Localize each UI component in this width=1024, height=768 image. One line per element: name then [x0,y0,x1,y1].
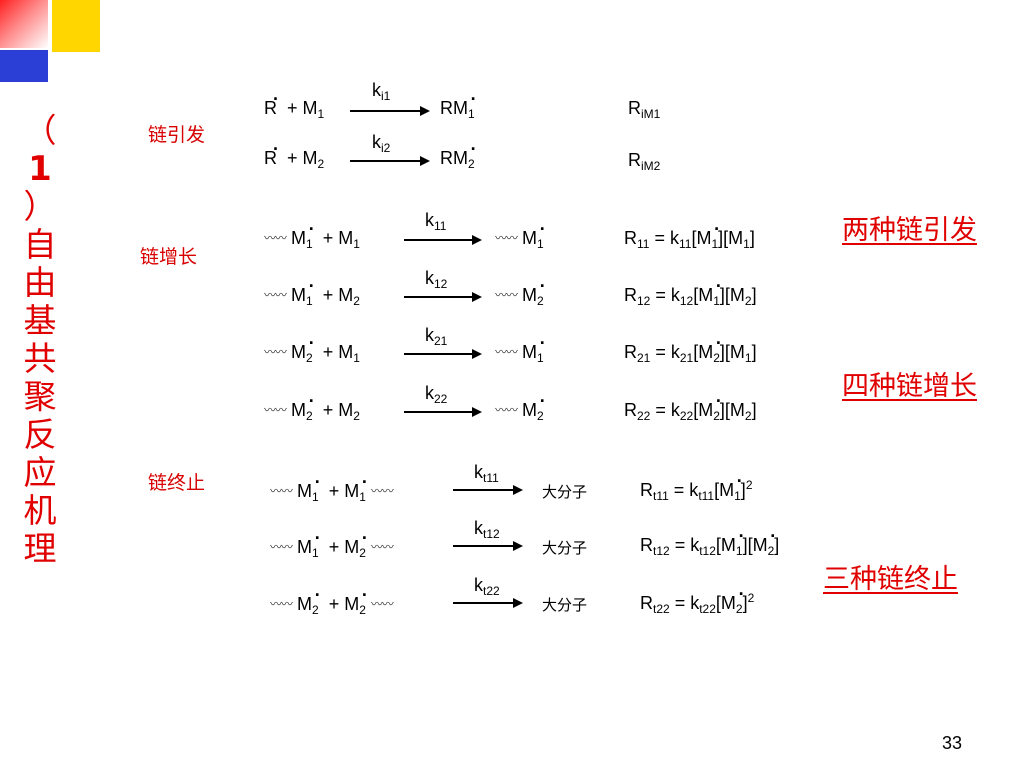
k-21: k21 [425,325,448,348]
eq-term-11-reactants: 〰〰 M1 + M1 〰〰 [270,467,394,504]
title-char: （ [23,111,57,150]
title-char: 反 [23,415,57,454]
eq-initiation-2-reactants: R + M2 [264,134,324,171]
k-i1: ki1 [372,80,391,103]
vertical-title: （ 1 ） 自 由 基 共 聚 反 应 机 理 [20,112,60,568]
rate-prop-11: R11 = k11[M1][M1] [624,214,755,251]
reaction-arrow [404,407,482,417]
reaction-arrow [350,156,430,166]
reaction-arrow [404,349,482,359]
eq-prop-21-product: 〰〰 M1 [495,328,544,365]
product-macromolecule: 大分子 [542,596,588,614]
summary-propagation: 四种链增长 [842,371,977,402]
title-char: 应 [23,453,57,492]
reaction-arrow [453,485,523,495]
reaction-arrow [453,541,523,551]
eq-prop-12-product: 〰〰 M2 [495,271,544,308]
rate-initiation-2: RiM2 [628,150,661,173]
title-char: 聚 [23,377,57,416]
product-macromolecule: 大分子 [542,539,588,557]
k-12: k12 [425,268,448,291]
title-char: ） [23,187,57,226]
title-char: 共 [23,339,57,378]
k-22: k22 [425,383,448,406]
k-t11: kt11 [474,462,499,485]
rate-prop-12: R12 = k12[M1][M2] [624,271,757,308]
eq-initiation-1-reactants: R + M1 [264,84,324,121]
k-t12: kt12 [474,518,500,541]
reaction-arrow [404,292,482,302]
title-char: 机 [23,491,57,530]
k-i2: ki2 [372,132,391,155]
corner-decoration-blue [0,50,48,82]
reaction-arrow [350,106,430,116]
eq-prop-22-product: 〰〰 M2 [495,386,544,423]
title-char: 理 [23,529,57,568]
product-macromolecule: 大分子 [542,483,588,501]
reaction-arrow [453,598,523,608]
eq-initiation-1-product: RM1 [440,84,475,121]
title-char: 由 [23,263,57,302]
eq-prop-21-reactants: 〰〰 M2 + M1 [264,328,360,365]
rate-prop-21: R21 = k21[M2][M1] [624,328,757,365]
rate-initiation-1: RiM1 [628,98,661,121]
title-char: 基 [23,301,57,340]
eq-prop-12-reactants: 〰〰 M1 + M2 [264,271,360,308]
page-number: 33 [941,733,962,753]
label-propagation: 链增长 [140,246,198,268]
eq-prop-11-reactants: 〰〰 M1 + M1 [264,214,360,251]
summary-termination: 三种链终止 [823,564,958,595]
label-initiation: 链引发 [148,124,206,146]
eq-initiation-2-product: RM2 [440,134,475,171]
rate-prop-22: R22 = k22[M2][M2] [624,386,757,423]
rate-term-11: Rt11 = kt11[M1]2 [640,466,753,503]
corner-decoration-yellow [52,0,100,52]
eq-term-12-reactants: 〰〰 M1 + M2 〰〰 [270,523,394,560]
label-termination: 链终止 [148,472,206,494]
eq-prop-22-reactants: 〰〰 M2 + M2 [264,386,360,423]
k-11: k11 [425,210,447,233]
rate-term-22: Rt22 = kt22[M2]2 [640,579,754,616]
eq-term-22-reactants: 〰〰 M2 + M2 〰〰 [270,580,394,617]
k-t22: kt22 [474,575,500,598]
corner-decoration-gradient [0,0,48,48]
title-char: 自 [23,225,57,264]
eq-prop-11-product: 〰〰 M1 [495,214,544,251]
summary-initiation: 两种链引发 [842,215,977,246]
reaction-arrow [404,235,482,245]
rate-term-12: Rt12 = kt12[M1][M2] [640,521,779,558]
title-char: 1 [28,149,52,189]
